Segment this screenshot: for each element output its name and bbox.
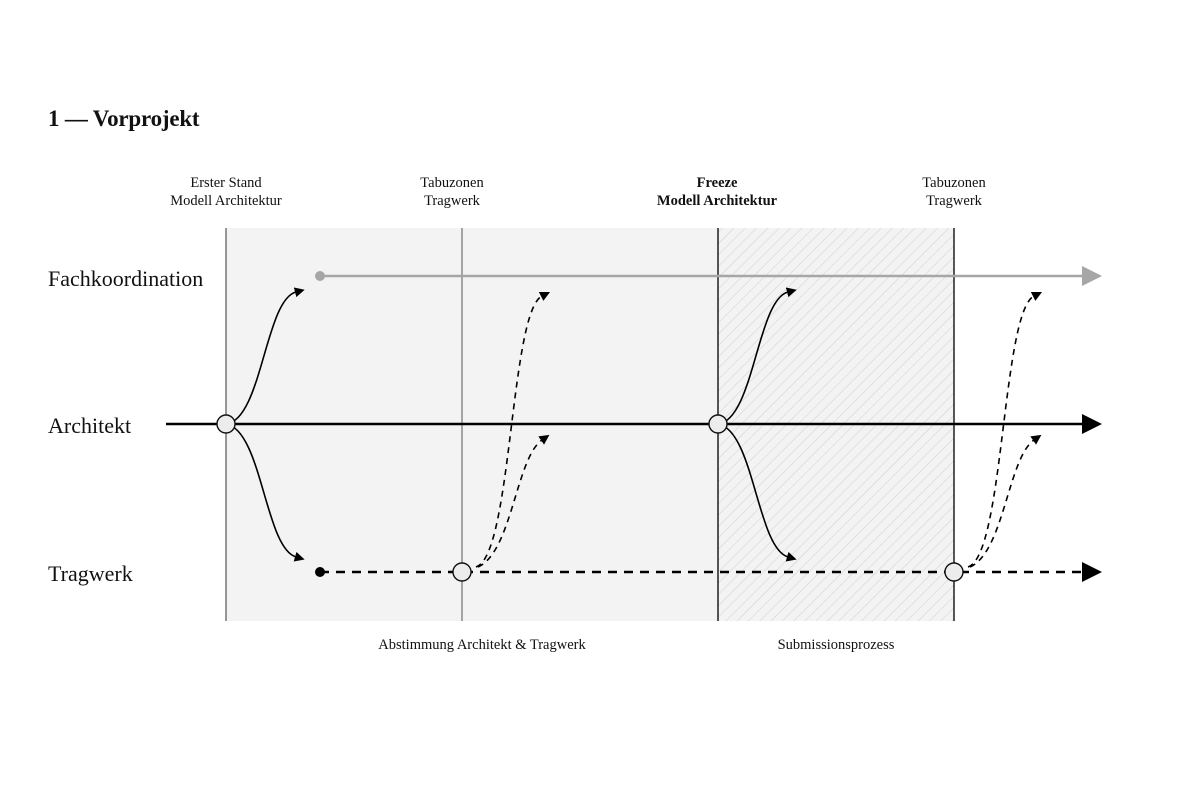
milestone-node [452,562,472,582]
arrowhead-architekt [1082,414,1102,434]
milestone-label-erster-stand: Erster Stand Modell Architektur [126,174,326,210]
flow-arrow-tragwerk-to-architekt [477,434,550,568]
page-title: 1 — Vorprojekt [48,106,200,131]
milestone-label-tabuzonen-1: Tabuzonen Tragwerk [352,174,552,210]
flow-arrow-tragwerk-to-architekt [969,434,1042,568]
milestone-label-line: Tragwerk [926,193,982,209]
milestone-node [944,562,964,582]
phase-label-abstimmung: Abstimmung Architekt & Tragwerk [378,637,586,653]
lane-label-tragwerk: Tragwerk [48,561,133,586]
phase-label-submission: Submissionsprozess [777,637,895,653]
lane-label-fachkoordination: Fachkoordination [48,266,204,291]
milestone-label-line: Modell Architektur [170,193,282,209]
arrowhead-fachkoordination [1082,266,1102,286]
lane-label-architekt: Architekt [48,413,132,438]
milestone-node [708,414,728,434]
milestone-label-tabuzonen-2: Tabuzonen Tragwerk [854,174,1054,210]
milestone-label-line: Tragwerk [424,193,480,209]
milestone-label-line: Freeze [696,175,738,191]
arrowhead-tragwerk [1082,562,1102,582]
flow-arrow-architekt-to-fachkoordination [225,287,305,425]
milestone-label-line: Tabuzonen [922,175,986,191]
milestone-label-freeze: Freeze Modell Architektur [617,174,817,210]
flow-arrow-freeze-to-tragwerk [717,423,797,562]
flow-arrow-tragwerk-to-fachkoordination [967,291,1043,568]
milestone-label-line: Modell Architektur [656,193,778,209]
milestone-node [216,414,236,434]
milestone-label-line: Tabuzonen [420,175,484,191]
start-dot-fachkoordination [315,271,325,281]
milestone-label-line: Erster Stand [190,175,262,191]
flow-arrow-freeze-to-fachkoordination [717,287,797,425]
start-dot-tragwerk [315,567,325,577]
flow-arrow-architekt-to-tragwerk [225,423,305,562]
